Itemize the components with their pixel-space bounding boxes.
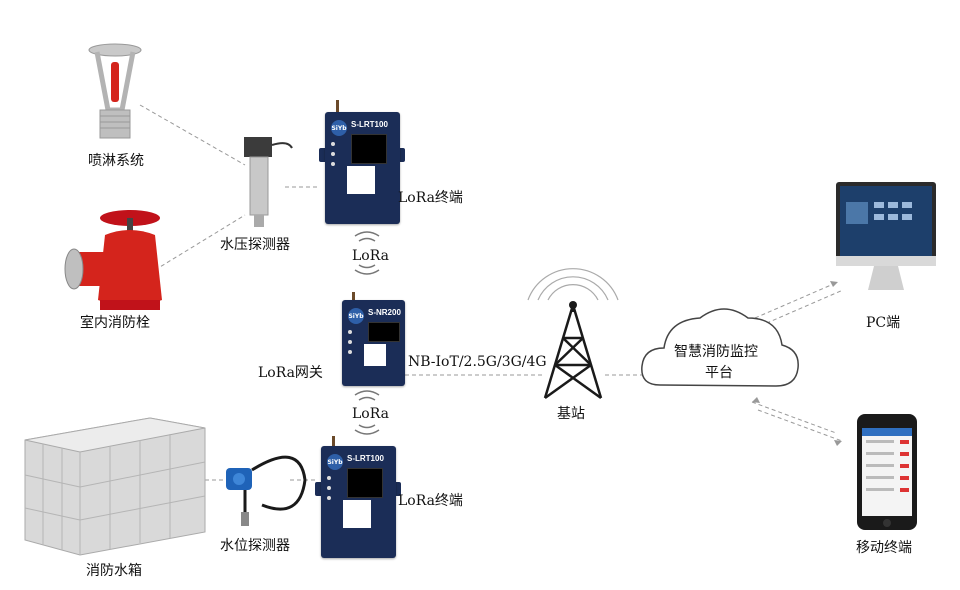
- label-lora-bottom: LoRa: [352, 406, 389, 422]
- hydrant-image: [64, 210, 162, 310]
- label-lora-terminal-top: LoRa终端: [398, 190, 463, 206]
- lora-terminal-top: SiYb S-LRT100: [325, 112, 400, 224]
- qr-code: [364, 344, 386, 366]
- label-network: NB-IoT/2.5G/3G/4G: [408, 354, 547, 370]
- mount-tab-left: [319, 148, 327, 162]
- device-panel: [351, 134, 387, 164]
- mount-tab-right: [397, 148, 405, 162]
- mobile-phone-image: [857, 414, 917, 530]
- level-sensor-image: [226, 455, 307, 526]
- label-lora-gateway: LoRa网关: [258, 365, 323, 381]
- link-sprinkler-sensor: [139, 104, 246, 166]
- lora-gateway-device: SiYb S-NR200: [342, 300, 405, 386]
- status-leds: [327, 476, 331, 506]
- label-pressure-detector: 水压探测器: [220, 237, 290, 253]
- water-tank-image: [24, 417, 206, 556]
- pressure-sensor-image: [244, 137, 293, 227]
- mount-tab-left: [315, 482, 323, 496]
- device-model: S-LRT100: [347, 454, 384, 463]
- label-lora-top: LoRa: [352, 248, 389, 264]
- pc-monitor-image: [836, 182, 936, 290]
- link-cloud-pc-a: [754, 281, 839, 319]
- device-model: S-NR200: [368, 308, 401, 317]
- qr-code: [343, 500, 371, 528]
- device-panel: [368, 322, 400, 342]
- qr-code: [347, 166, 375, 194]
- mount-tab-right: [393, 482, 401, 496]
- lora-terminal-bottom: SiYb S-LRT100: [321, 446, 396, 558]
- label-sprinkler: 喷淋系统: [88, 153, 144, 169]
- device-model: S-LRT100: [351, 120, 388, 129]
- status-leds: [348, 330, 352, 360]
- label-level-detector: 水位探测器: [220, 538, 290, 554]
- label-base-station: 基站: [557, 406, 585, 422]
- brand-logo: SiYb: [331, 120, 347, 136]
- label-mobile: 移动终端: [856, 540, 912, 556]
- base-station-tower: [527, 268, 619, 400]
- label-water-tank: 消防水箱: [86, 563, 142, 579]
- label-platform-line1: 智慧消防监控: [674, 344, 758, 360]
- link-hydrant-sensor: [154, 214, 246, 271]
- sprinkler-image: [88, 43, 142, 139]
- label-hydrant: 室内消防栓: [80, 315, 150, 331]
- label-platform-line2: 平台: [705, 365, 733, 381]
- device-panel: [347, 468, 383, 498]
- brand-logo: SiYb: [327, 454, 343, 470]
- brand-logo: SiYb: [348, 308, 364, 324]
- link-cloud-mobile-a: [751, 401, 837, 434]
- antenna-bottom: [332, 436, 335, 450]
- antenna-gateway: [352, 292, 355, 302]
- platform-cloud: [641, 308, 799, 387]
- antenna-top: [336, 100, 339, 114]
- label-lora-terminal-bottom: LoRa终端: [398, 493, 463, 509]
- status-leds: [331, 142, 335, 172]
- label-pc: PC端: [866, 315, 901, 331]
- link-cloud-pc-b: [759, 289, 844, 327]
- link-cloud-mobile-b: [757, 409, 843, 442]
